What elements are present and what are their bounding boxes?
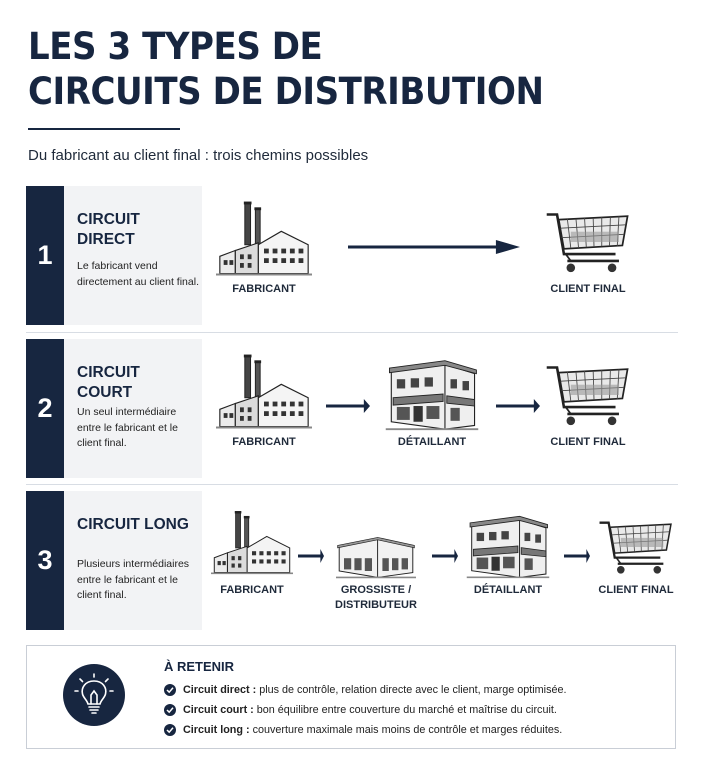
node-fabricant: FABRICANT bbox=[204, 200, 324, 297]
row-divider bbox=[26, 332, 678, 333]
circuit-row-direct: 1 CIRCUIT DIRECT Le fabricant vend direc… bbox=[26, 186, 678, 325]
lightbulb-icon bbox=[63, 664, 125, 726]
row-title: CIRCUIT DIRECT bbox=[77, 211, 140, 248]
node-label: GROSSISTE / DISTRIBUTEUR bbox=[335, 584, 417, 611]
summary-item: Circuit long : couverture maximale mais … bbox=[164, 724, 562, 736]
factory-icon bbox=[216, 200, 312, 278]
page-subtitle: Du fabricant au client final : trois che… bbox=[28, 147, 369, 164]
row-label-panel: CIRCUIT COURT Un seul intermédiaire entr… bbox=[64, 339, 202, 478]
node-label: FABRICANT bbox=[232, 283, 296, 295]
node-detaillant: DÉTAILLANT bbox=[372, 357, 492, 450]
summary-title: À RETENIR bbox=[164, 659, 235, 674]
node-label: CLIENT FINAL bbox=[598, 584, 674, 596]
row-title: CIRCUIT LONG bbox=[77, 516, 189, 533]
node-detaillant: DÉTAILLANT bbox=[448, 513, 568, 598]
node-client-final: CLIENT FINAL bbox=[528, 206, 648, 297]
page-title: LES 3 TYPES DE CIRCUITS DE DISTRIBUTION bbox=[28, 24, 544, 114]
node-client-final: CLIENT FINAL bbox=[576, 515, 696, 598]
row-title: CIRCUIT COURT bbox=[77, 364, 140, 401]
check-circle-icon bbox=[164, 724, 176, 736]
summary-term: Circuit long : bbox=[183, 724, 250, 736]
warehouse-icon bbox=[328, 531, 424, 579]
circuit-row-long: 3 CIRCUIT LONG Plusieurs intermédiaires … bbox=[26, 491, 678, 630]
node-label: FABRICANT bbox=[232, 436, 296, 448]
check-circle-icon bbox=[164, 684, 176, 696]
node-grossiste: GROSSISTE / DISTRIBUTEUR bbox=[316, 531, 436, 613]
store-icon bbox=[465, 513, 551, 579]
summary-text: plus de contrôle, relation directe avec … bbox=[256, 684, 567, 696]
node-fabricant: FABRICANT bbox=[204, 353, 324, 450]
shopping-cart-icon bbox=[545, 359, 631, 431]
title-line-1: LES 3 TYPES DE bbox=[28, 25, 323, 68]
row-description: Un seul intermédiaire entre le fabricant… bbox=[77, 406, 178, 449]
summary-text: couverture maximale mais moins de contrô… bbox=[249, 724, 563, 736]
row-label-panel: CIRCUIT DIRECT Le fabricant vend directe… bbox=[64, 186, 202, 325]
circuit-row-court: 2 CIRCUIT COURT Un seul intermédiaire en… bbox=[26, 339, 678, 478]
node-label: DÉTAILLANT bbox=[397, 436, 467, 448]
row-number: 3 bbox=[26, 491, 64, 630]
node-label: DÉTAILLANT bbox=[473, 584, 543, 596]
title-underline bbox=[28, 128, 180, 130]
row-description: Le fabricant vend directement au client … bbox=[77, 260, 199, 288]
summary-text: bon équilibre entre couverture du marché… bbox=[253, 704, 557, 716]
node-fabricant: FABRICANT bbox=[192, 507, 312, 598]
row-number: 2 bbox=[26, 339, 64, 478]
node-label: FABRICANT bbox=[220, 584, 284, 596]
summary-box: À RETENIR Circuit direct : plus de contr… bbox=[26, 645, 676, 749]
shopping-cart-icon bbox=[598, 515, 674, 579]
row-description: Plusieurs intermédiaires entre le fabric… bbox=[77, 558, 190, 601]
node-client-final: CLIENT FINAL bbox=[528, 359, 648, 450]
check-circle-icon bbox=[164, 704, 176, 716]
summary-term: Circuit direct : bbox=[183, 684, 257, 696]
factory-icon bbox=[211, 507, 293, 579]
node-label: CLIENT FINAL bbox=[550, 436, 626, 448]
store-icon bbox=[382, 357, 482, 431]
flow-arrow bbox=[348, 240, 520, 254]
flow-arrow bbox=[326, 399, 370, 413]
arrow-right-icon bbox=[348, 240, 520, 254]
summary-term: Circuit court : bbox=[183, 704, 254, 716]
row-label-panel: CIRCUIT LONG Plusieurs intermédiaires en… bbox=[64, 491, 202, 630]
summary-item: Circuit court : bon équilibre entre couv… bbox=[164, 704, 557, 716]
arrow-right-icon bbox=[326, 399, 370, 413]
summary-item: Circuit direct : plus de contrôle, relat… bbox=[164, 684, 566, 696]
factory-icon bbox=[216, 353, 312, 431]
shopping-cart-icon bbox=[545, 206, 631, 278]
row-number: 1 bbox=[26, 186, 64, 325]
node-label: CLIENT FINAL bbox=[550, 283, 626, 295]
title-line-2: CIRCUITS DE DISTRIBUTION bbox=[28, 70, 544, 113]
row-divider bbox=[26, 484, 678, 485]
